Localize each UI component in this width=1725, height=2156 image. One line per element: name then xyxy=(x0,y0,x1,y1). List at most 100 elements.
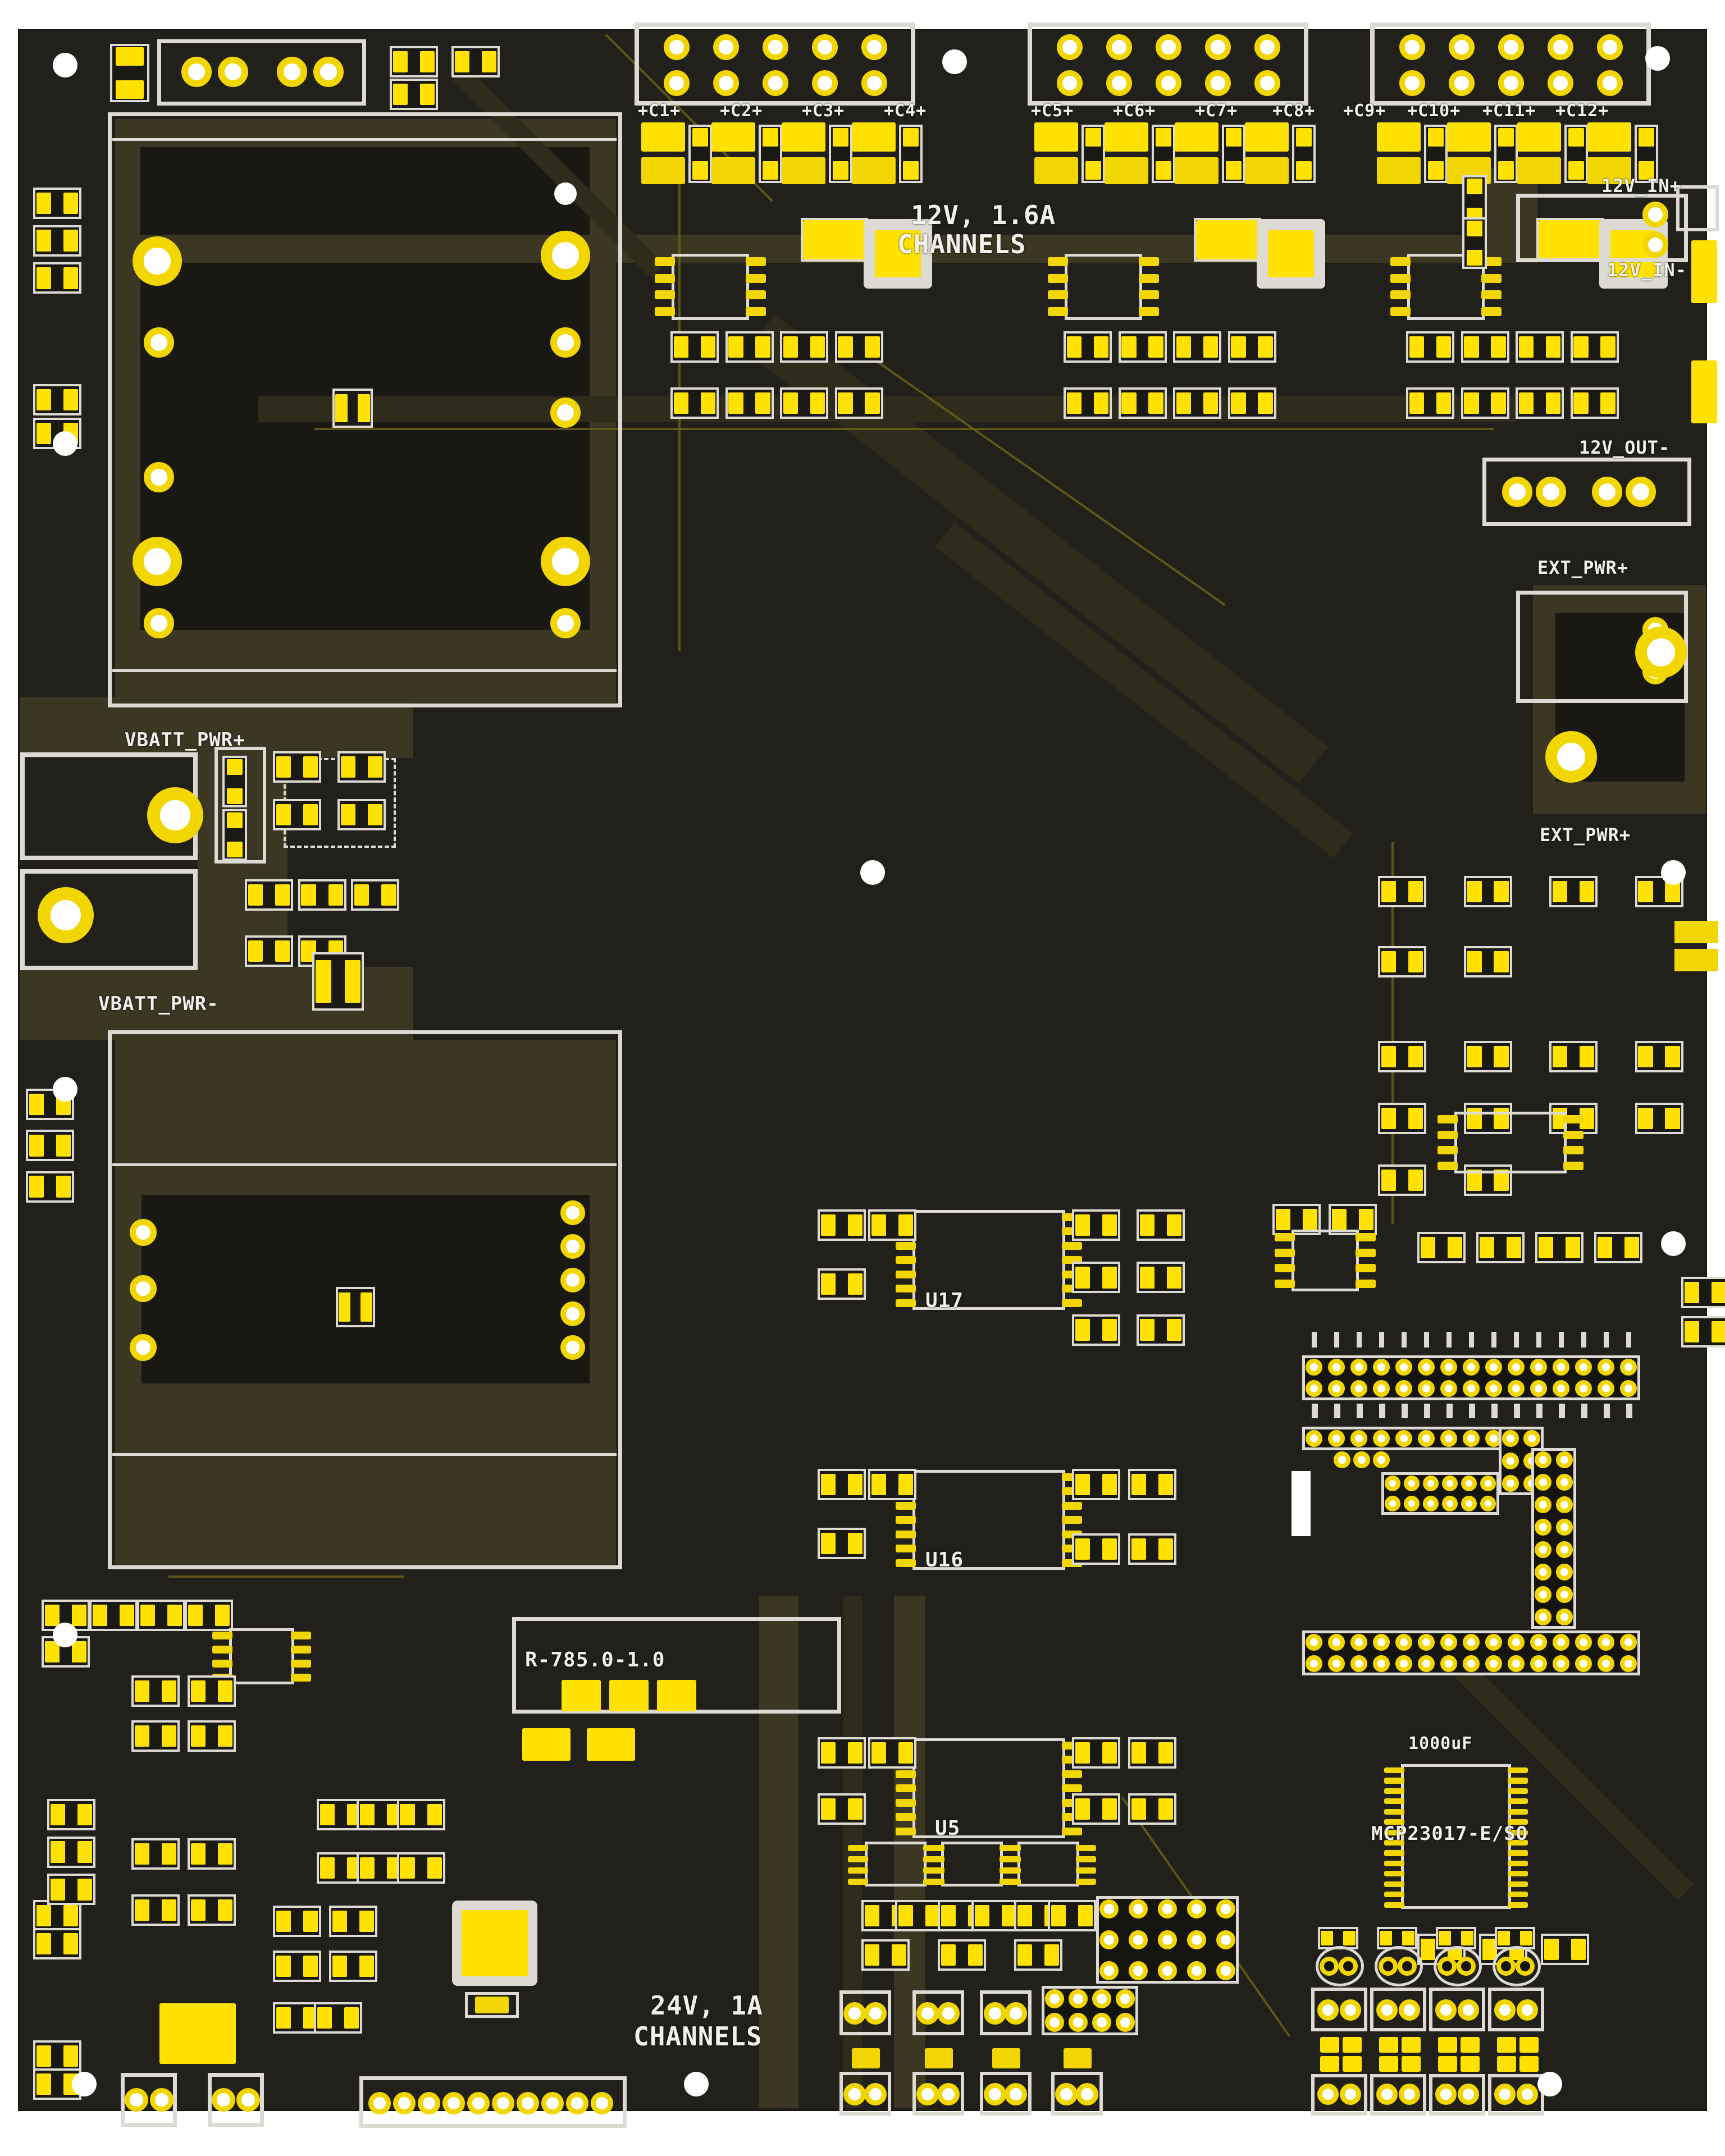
silkscreen-box xyxy=(1292,1230,1359,1291)
smd-pad xyxy=(1508,1840,1528,1846)
plated-hole xyxy=(1438,1957,1457,1976)
smd-pad xyxy=(1331,1208,1347,1231)
smd-component xyxy=(245,935,293,967)
smd-pad xyxy=(847,1742,863,1764)
smd-pad xyxy=(1102,1538,1117,1560)
smd-pad xyxy=(320,1857,335,1879)
plated-hole xyxy=(1350,1655,1367,1672)
smd-pad xyxy=(1158,1473,1174,1496)
plated-hole xyxy=(1373,1380,1390,1397)
smd-pad xyxy=(896,1241,916,1250)
plated-hole xyxy=(560,1268,585,1292)
smd-pad xyxy=(810,336,825,358)
smd-pad xyxy=(275,940,290,962)
smd-pad xyxy=(820,1273,836,1295)
smd-pad xyxy=(36,2045,52,2067)
silkscreen-pin-label xyxy=(1379,1332,1384,1347)
smd-component xyxy=(818,1737,866,1769)
smd-pad xyxy=(1565,1236,1581,1259)
plated-hole xyxy=(1626,477,1656,507)
smd-pad xyxy=(1131,1473,1147,1496)
plated-hole xyxy=(1620,1655,1637,1672)
smd-pad xyxy=(50,1879,66,1901)
smd-pad xyxy=(134,1899,150,1921)
smd-pad xyxy=(1491,392,1506,414)
smd-component xyxy=(188,1675,236,1707)
smd-pad xyxy=(63,192,79,214)
smd-pad xyxy=(746,257,766,267)
mounting-hole xyxy=(942,49,967,74)
plated-hole xyxy=(1597,70,1623,96)
silkscreen-pin-label xyxy=(1402,1332,1407,1347)
smd-pad xyxy=(1062,1827,1082,1835)
smd-pad xyxy=(924,1879,944,1885)
plated-hole xyxy=(812,34,838,60)
smd-component xyxy=(818,1469,866,1500)
smd-pad xyxy=(1508,1798,1528,1805)
smd-component xyxy=(1594,1232,1642,1263)
plated-hole xyxy=(133,537,182,586)
smd-pad xyxy=(481,51,497,73)
smd-pad xyxy=(941,1944,956,1966)
plated-hole xyxy=(1449,34,1475,60)
smd-pad xyxy=(1466,220,1483,237)
smd-component xyxy=(33,1928,81,1959)
plated-hole xyxy=(664,34,690,60)
smd-pad xyxy=(657,1680,696,1711)
smd-pad xyxy=(1048,257,1068,267)
plated-hole xyxy=(984,2083,1006,2105)
smd-component xyxy=(1549,1041,1598,1072)
plated-hole xyxy=(1498,34,1524,60)
smd-pad xyxy=(1508,1902,1528,1908)
plated-hole xyxy=(1328,1655,1345,1672)
plated-hole xyxy=(1317,2084,1339,2105)
plated-hole xyxy=(1339,1957,1358,1976)
smd-component xyxy=(1072,1209,1120,1241)
smd-pad xyxy=(1467,880,1482,903)
smd-component xyxy=(895,1900,943,1931)
smd-pad xyxy=(1481,307,1502,316)
smd-pad xyxy=(820,1473,836,1496)
smd-pad xyxy=(36,389,52,411)
smd-pad xyxy=(1048,290,1068,300)
smd-pad xyxy=(1438,1130,1458,1139)
plated-hole xyxy=(1502,1452,1519,1469)
smd-pad xyxy=(63,2045,79,2067)
smd-component xyxy=(818,1528,866,1559)
smd-pad xyxy=(226,759,243,775)
plated-hole xyxy=(1106,70,1132,96)
smd-pad xyxy=(1203,336,1219,358)
plated-hole xyxy=(1350,1380,1367,1397)
silkscreen-pin-label xyxy=(1469,1332,1474,1347)
smd-pad xyxy=(1296,127,1312,147)
smd-pad xyxy=(1076,1856,1096,1862)
smd-pad xyxy=(1139,1319,1155,1341)
smd-pad xyxy=(1139,1214,1155,1236)
mounting-hole xyxy=(53,1623,77,1647)
smd-pad xyxy=(119,1604,135,1627)
smd-pad xyxy=(1384,1840,1404,1846)
plated-hole xyxy=(1156,34,1181,60)
silkscreen-box xyxy=(1051,2072,1103,2116)
smd-pad xyxy=(1545,392,1561,414)
plated-hole xyxy=(1440,1380,1457,1397)
plated-hole xyxy=(38,887,94,943)
smd-pad xyxy=(276,1910,291,1933)
plated-hole xyxy=(864,2083,887,2105)
plated-hole xyxy=(1516,1957,1535,1976)
smd-pad xyxy=(1467,1045,1482,1068)
silkscreen-pin-label xyxy=(1514,1332,1519,1347)
smd-component xyxy=(451,46,500,77)
silkscreen-box xyxy=(108,1030,622,1569)
smd-component xyxy=(137,1600,185,1631)
plated-hole xyxy=(144,462,174,492)
silkscreen-label: 1000uF xyxy=(1408,1734,1473,1753)
plated-hole xyxy=(133,236,182,286)
smd-pad xyxy=(1384,1902,1404,1908)
smd-pad xyxy=(36,192,52,214)
smd-component xyxy=(1635,125,1658,183)
smd-pad xyxy=(1439,1931,1452,1945)
smd-component xyxy=(33,225,81,257)
silkscreen-box xyxy=(359,2076,627,2128)
smd-pad xyxy=(1508,1850,1528,1856)
